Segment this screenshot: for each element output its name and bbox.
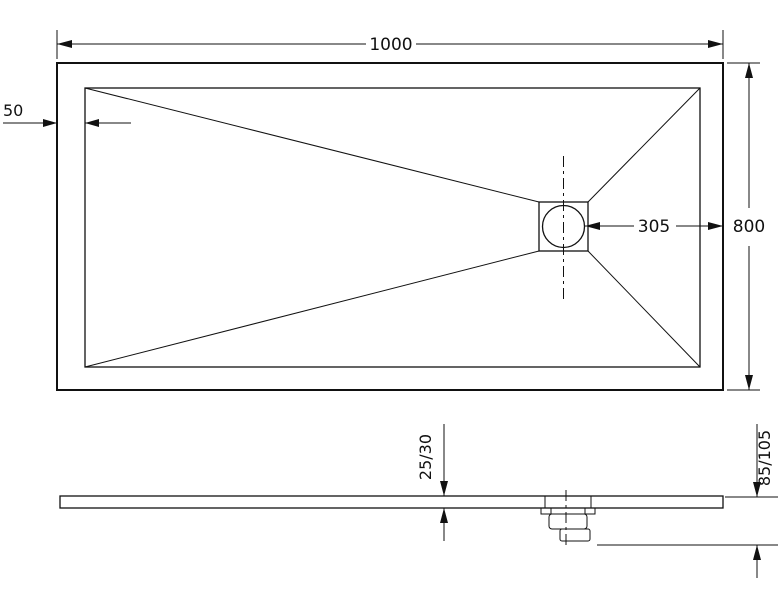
tray-profile xyxy=(59,495,724,509)
arrowhead-right xyxy=(708,40,723,48)
dim-edge-inset-label: 50 xyxy=(3,101,23,120)
waste-trap xyxy=(540,507,596,542)
arrowhead-top xyxy=(440,481,448,496)
arrowhead-left xyxy=(57,40,72,48)
arrowhead-inner xyxy=(85,119,99,127)
slope-line-top-right xyxy=(587,87,701,203)
tray-inner-edge xyxy=(84,87,701,368)
arrowhead-drain xyxy=(585,222,600,230)
slope-line-top-left xyxy=(84,87,540,203)
trap-body xyxy=(548,513,588,530)
arrowhead-bottom xyxy=(753,545,761,560)
dim-overall-height-label: 85/105 xyxy=(755,430,774,486)
dim-overall-width: 1000 xyxy=(56,30,724,59)
dim-overall-height: 85/105 xyxy=(597,424,778,578)
slope-line-bottom-left xyxy=(84,250,540,368)
dim-tray-thickness: 25/30 xyxy=(416,424,448,541)
arrowhead-edge xyxy=(708,222,723,230)
dim-edge-inset: 50 xyxy=(3,101,131,127)
trap-flange xyxy=(540,507,596,515)
arrowhead-top xyxy=(753,482,761,497)
arrowhead-top xyxy=(745,63,753,78)
arrowhead-outer xyxy=(43,119,57,127)
slope-line-bottom-right xyxy=(587,250,701,368)
arrowhead-bottom xyxy=(745,375,753,390)
trap-outlet xyxy=(559,528,591,542)
dim-overall-depth-label: 800 xyxy=(733,217,765,237)
dim-overall-width-label: 1000 xyxy=(369,35,412,55)
dim-drain-offset: 305 xyxy=(585,217,723,237)
arrowhead-bottom xyxy=(440,508,448,523)
dim-overall-depth: 800 xyxy=(727,62,765,391)
side-view-elevation xyxy=(59,490,724,548)
dim-drain-offset-label: 305 xyxy=(638,217,670,237)
drain-circle xyxy=(541,204,586,249)
dim-tray-thickness-label: 25/30 xyxy=(416,434,435,480)
